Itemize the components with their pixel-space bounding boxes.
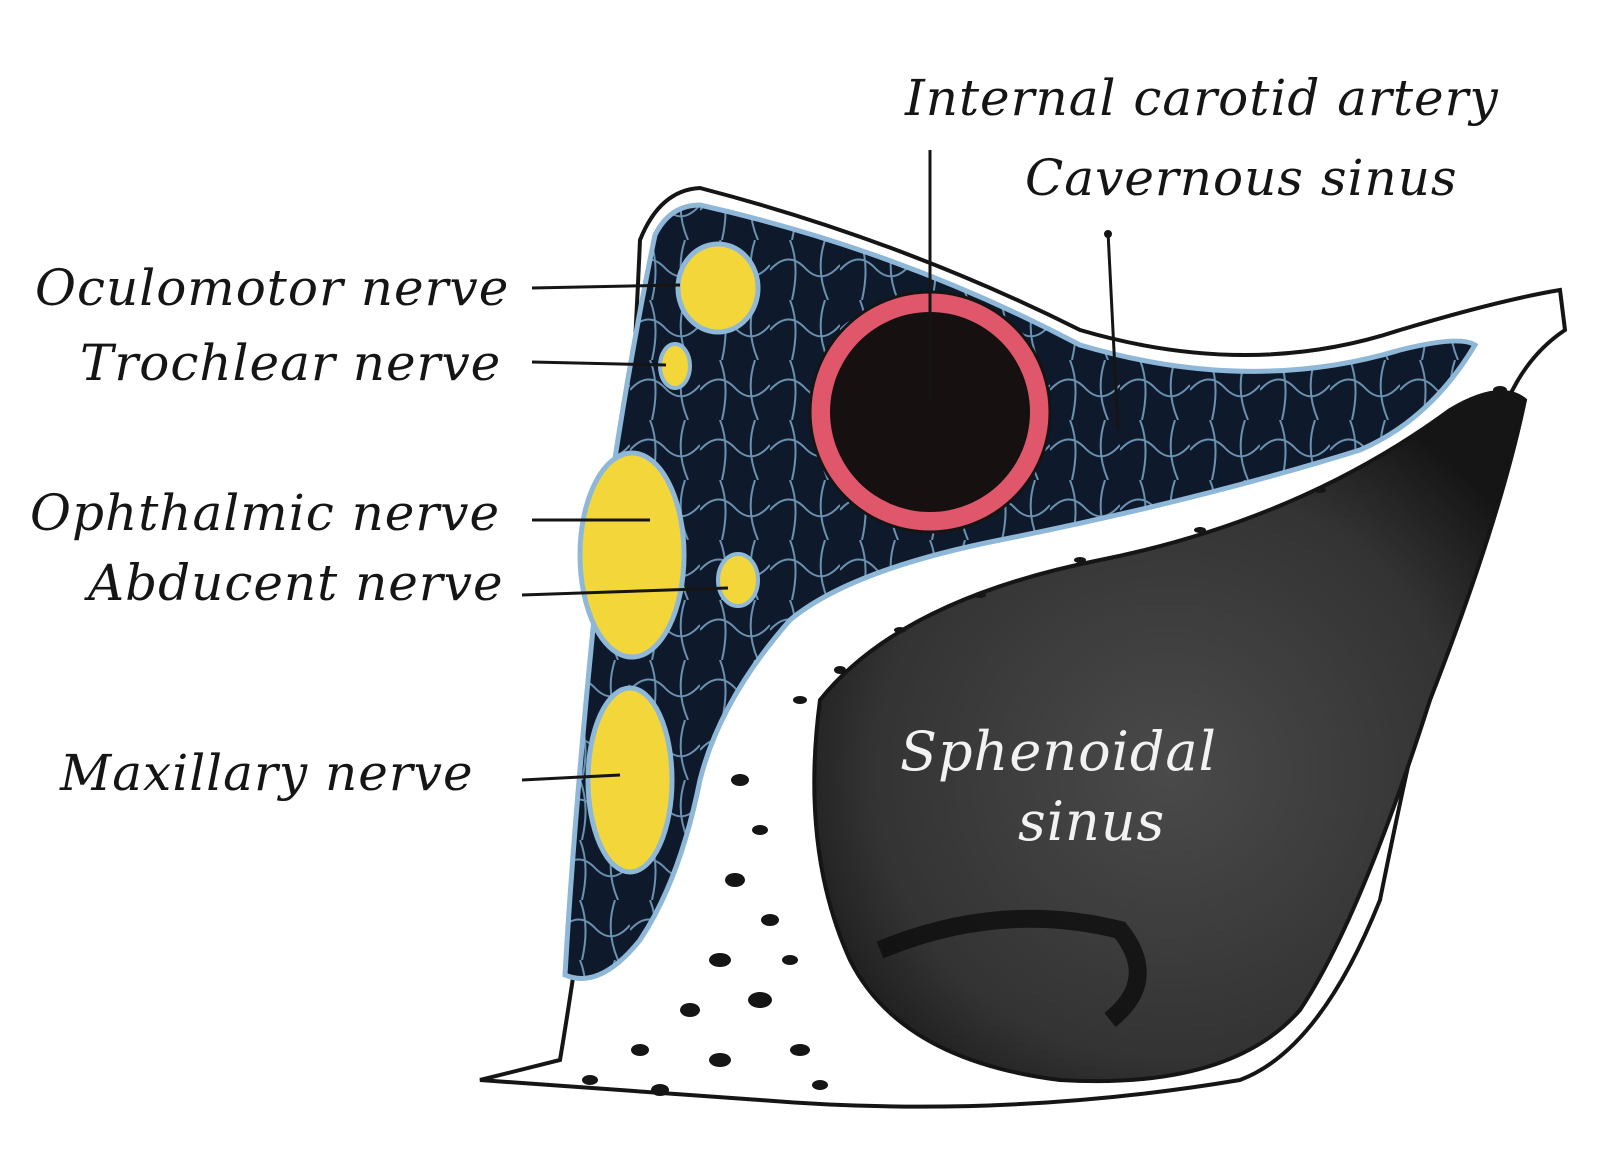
- leader-cavernous-sinus: [1106, 231, 1120, 431]
- leader-maxillary: [521, 773, 621, 782]
- abducent-nerve-label: Abducent nerve: [84, 554, 504, 612]
- cavernous-sinus-label: Cavernous sinus: [1025, 149, 1458, 207]
- oculomotor-nerve: [675, 241, 761, 335]
- abducent-nerve: [716, 552, 760, 608]
- sphenoidal-sinus-region: [812, 390, 1528, 1084]
- sphenoidal-sinus-label-line2: sinus: [1018, 790, 1165, 853]
- leader-trochlear: [531, 360, 667, 367]
- ophthalmic-nerve: [577, 450, 687, 660]
- leader-cavernous-sinus-dot: [1104, 230, 1112, 238]
- sphenoidal-sinus-label-line1: Sphenoidal: [900, 720, 1217, 783]
- internal-carotid-artery-label: Internal carotid artery: [904, 69, 1499, 127]
- bone-speckle: [582, 386, 1507, 1096]
- oculomotor-nerve-label: Oculomotor nerve: [35, 259, 509, 317]
- leader-oculomotor: [531, 283, 681, 290]
- internal-carotid-lumen: [830, 312, 1030, 512]
- ophthalmic-nerve-label: Ophthalmic nerve: [30, 484, 500, 542]
- maxillary-nerve: [585, 685, 675, 875]
- cavernous-sinus-region: [562, 202, 1479, 981]
- leader-abducent: [521, 586, 729, 597]
- maxillary-nerve-label: Maxillary nerve: [59, 744, 474, 802]
- trochlear-nerve-label: Trochlear nerve: [80, 334, 501, 392]
